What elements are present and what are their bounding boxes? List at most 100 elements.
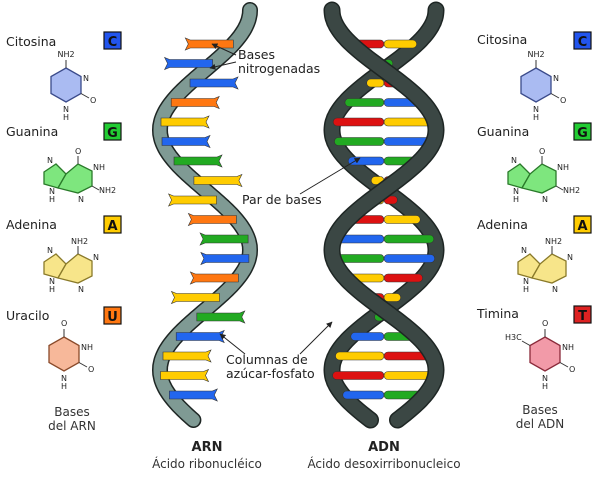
rna-base-letter-box-g [103, 122, 122, 141]
uracil-nh: NH [81, 343, 93, 352]
rna-helix [151, 2, 259, 428]
rna-sugar-phosphate-backbone-1 [153, 3, 257, 427]
uracil-n1: N [61, 374, 67, 383]
rna-base-0 [184, 37, 234, 51]
thymine-n1: N [542, 374, 548, 383]
guanine-o: O [539, 147, 545, 156]
guanine-nh2: NH2 [563, 186, 580, 195]
rna-base-name-citosina: Citosina [6, 34, 56, 49]
cytosine-n3: N [553, 74, 559, 83]
rna-base-15 [175, 329, 225, 344]
dna-back-layer [323, 1, 445, 429]
dna-base-letter-box-g [573, 122, 592, 141]
rna-bases-footer-line1: Bases [54, 405, 89, 419]
par-de-bases-arrow [299, 157, 361, 195]
guanine-n9: N [49, 187, 55, 196]
rna-base-4 [160, 115, 210, 129]
label-columnas-1: Columnas de [226, 352, 308, 367]
rna-base-letter-box-u [103, 306, 122, 325]
dna-base-letter-c: C [578, 35, 588, 50]
rna-base-letter-box-c [103, 31, 122, 50]
dna-base-pair-left-17 [332, 371, 385, 380]
rna-base-11 [200, 251, 250, 266]
adenine-n1: N [567, 253, 573, 262]
adenine-n1: N [93, 253, 99, 262]
cytosine-o: O [90, 96, 96, 105]
adenine-molecule: NH2 N N N N H [43, 237, 99, 294]
rna-base-3 [170, 95, 220, 110]
cytosine-molecule-dna: NH2 N O N H [520, 50, 566, 122]
thymine-o2: O [569, 365, 575, 374]
bases-arrow-1 [211, 43, 237, 56]
dna-base-pair-left-15 [350, 332, 385, 341]
thymine-h3c: H3C [505, 333, 522, 342]
rna-base-letter-a: A [107, 219, 117, 234]
cytosine-h: H [63, 113, 69, 122]
columnas-arrow-dna [299, 321, 333, 355]
rna-base-9 [187, 212, 237, 227]
adenine-n3: N [78, 285, 84, 294]
dna-title: ADN [368, 440, 400, 455]
rna-base-letter-c: C [108, 35, 118, 50]
rna-base-5 [161, 134, 211, 149]
dna-base-letter-box-a [573, 215, 592, 234]
dna-subtitle: Ácido desoxirribonucleico [307, 456, 460, 471]
rna-base-6 [173, 154, 223, 168]
guanine-molecule: O NH N NH2 N N H [43, 147, 116, 204]
rna-subtitle: Ácido ribonucléico [152, 456, 262, 471]
rna-title: ARN [192, 440, 223, 455]
dna-base-letter-t: T [578, 309, 587, 324]
adenine-nh2: NH2 [545, 237, 562, 246]
rna-base-layer [160, 37, 250, 402]
adenine-molecule-dna: NH2 N N N N H [517, 237, 573, 294]
dna-base-pair-left-6 [347, 156, 385, 166]
adenine-n9: N [49, 277, 55, 286]
cytosine-n1: N [63, 105, 69, 114]
guanine-nh: NH [93, 163, 105, 172]
guanine-nh: NH [557, 163, 569, 172]
dna-base-letter-g: G [577, 126, 588, 141]
rna-base-18 [169, 388, 218, 402]
uracil-molecule: O NH O N H [48, 319, 94, 391]
rna-base-name-adenina: Adenina [6, 217, 57, 232]
dna-sugar-phosphate-backbone-2 [324, 3, 444, 427]
dna-helix [323, 1, 445, 429]
dna-base-pair-right-9 [383, 215, 421, 224]
rna-base-1 [163, 56, 213, 71]
rna-base-17 [160, 368, 210, 383]
rna-base-10 [199, 232, 249, 246]
rna-base-name-uracilo: Uracilo [6, 308, 49, 323]
adenine-h: H [49, 285, 55, 294]
cytosine-nh2: NH2 [527, 50, 544, 59]
guanine-molecule-dna: O NH N NH2 N N H [507, 147, 580, 204]
guanine-n: N [542, 195, 548, 204]
guanine-nh2: NH2 [99, 186, 116, 195]
guanine-n: N [78, 195, 84, 204]
cytosine-molecule: NH2 N O N H [50, 50, 96, 122]
rna-base-letter-u: U [107, 310, 118, 325]
thymine-molecule: O H3C NH O N H [505, 319, 575, 391]
label-par-de-bases: Par de bases [242, 192, 322, 207]
adenine-n7: N [521, 246, 527, 255]
cytosine-h: H [533, 113, 539, 122]
uracil-h: H [61, 382, 67, 391]
rna-base-7 [193, 173, 243, 188]
thymine-nh: NH [562, 343, 574, 352]
rna-base-2 [189, 76, 239, 90]
rna-base-13 [170, 290, 220, 305]
dna-base-name-citosina: Citosina [477, 32, 527, 47]
dna-bases-footer-line2: del ADN [516, 417, 565, 431]
adenine-h: H [523, 285, 529, 294]
rna-base-name-guanina: Guanina [6, 124, 58, 139]
dna-base-letter-box-c [573, 31, 592, 50]
bases-arrow-2 [209, 61, 237, 70]
rna-base-letter-box-a [103, 215, 122, 234]
rna-base-12 [189, 271, 239, 285]
dna-base-pair-left-5 [334, 137, 385, 146]
guanine-n7: N [47, 156, 53, 165]
rna-bases-footer-line2: del ARN [48, 419, 96, 433]
label-columnas-2: azúcar-fosfato [226, 366, 315, 381]
dna-base-name-adenina: Adenina [477, 217, 528, 232]
dna-base-pair-left-16 [335, 351, 385, 361]
rna-base-letter-g: G [107, 126, 118, 141]
